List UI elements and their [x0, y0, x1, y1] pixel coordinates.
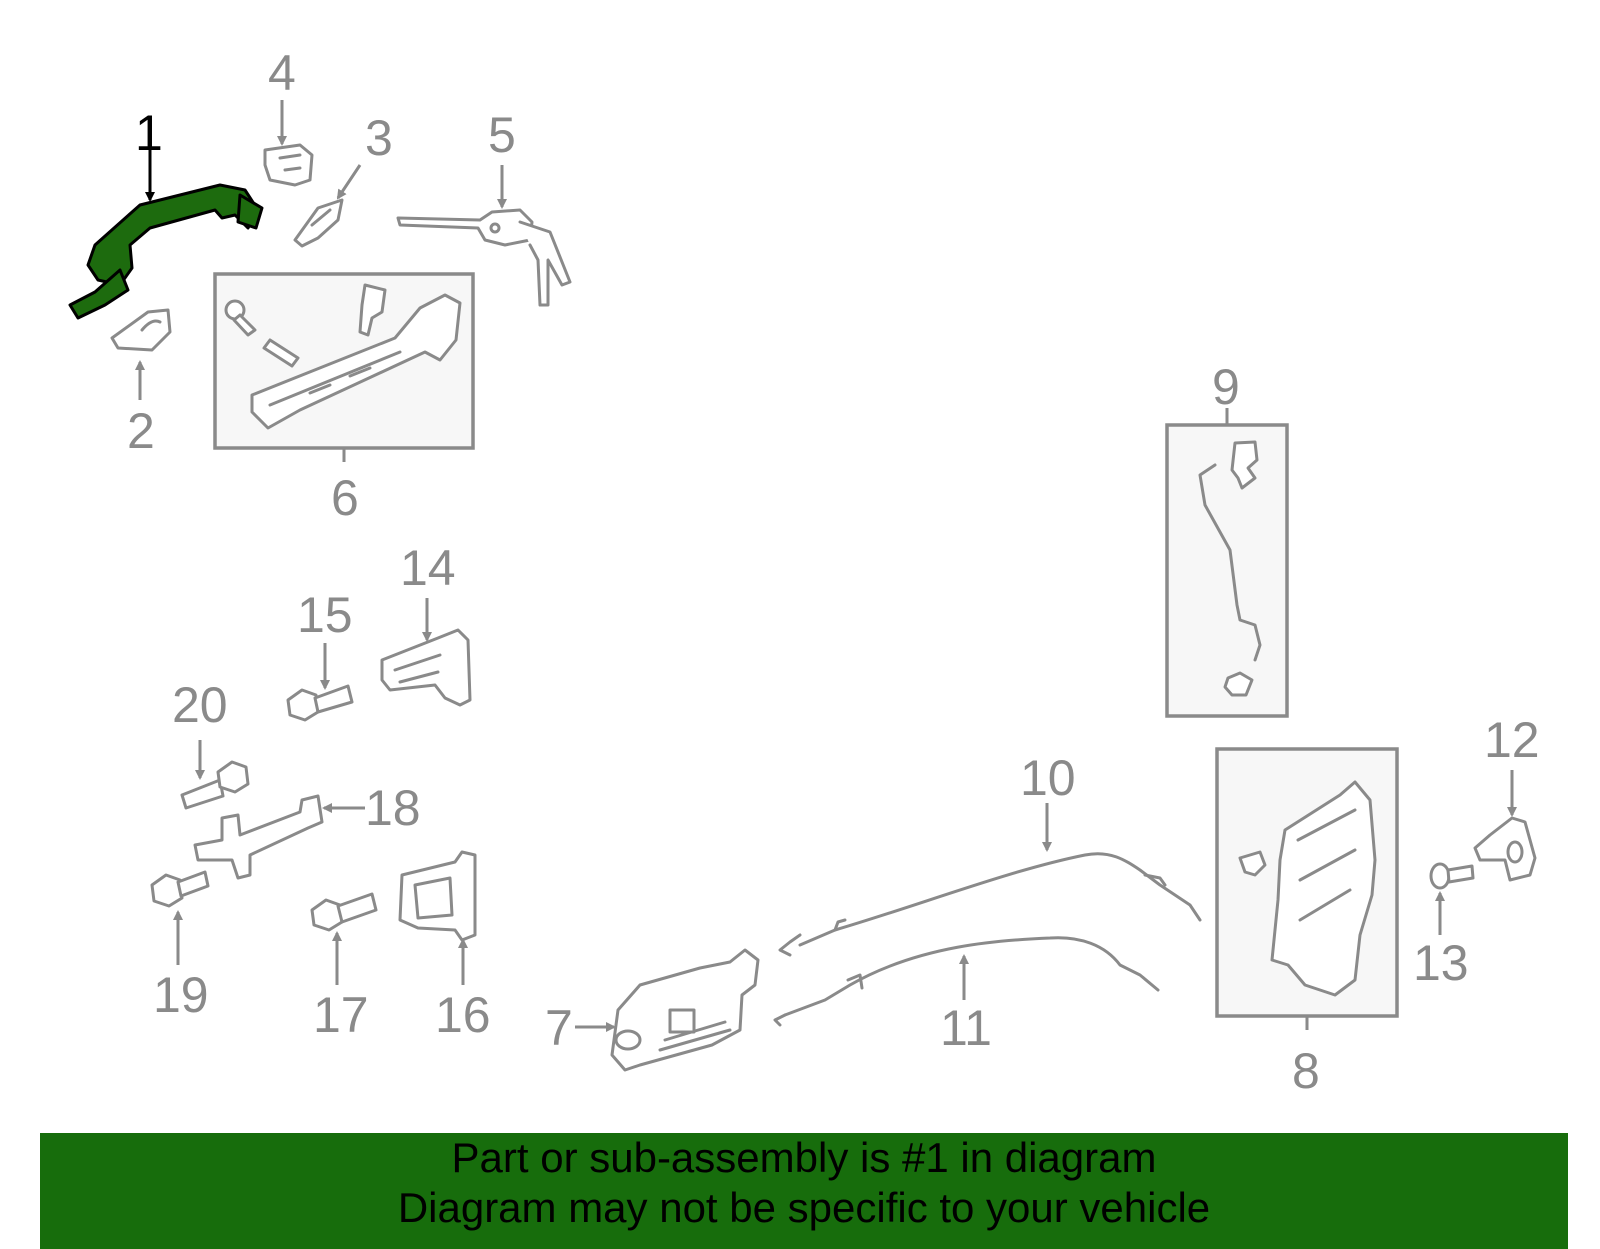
callout-12: 12: [1484, 712, 1540, 768]
callout-20: 20: [172, 677, 228, 733]
part-18-door-check[interactable]: [193, 794, 365, 880]
part-6-handle-frame-box[interactable]: [213, 272, 475, 462]
part-1-outer-handle[interactable]: [68, 120, 264, 320]
part-14-upper-hinge[interactable]: [380, 598, 472, 707]
callout-15: 15: [297, 587, 353, 643]
callout-11: 11: [940, 1000, 992, 1056]
callout-10: 10: [1020, 750, 1076, 806]
callout-14: 14: [400, 540, 456, 596]
callout-4: 4: [268, 45, 296, 101]
banner-line-2: Diagram may not be specific to your vehi…: [397, 1184, 1211, 1231]
part-15-bolt[interactable]: [286, 643, 354, 722]
callout-3: 3: [365, 110, 393, 166]
part-10-inner-handle-cable[interactable]: [778, 803, 1202, 957]
part-4-cylinder-cap[interactable]: [263, 100, 314, 187]
part-9-lock-rod-box[interactable]: [1165, 408, 1289, 718]
callout-16: 16: [435, 987, 491, 1043]
part-16-lower-hinge[interactable]: [398, 850, 477, 985]
part-12-striker-bracket[interactable]: [1473, 770, 1537, 882]
part-19-bolt[interactable]: [150, 870, 210, 965]
callout-2: 2: [127, 403, 155, 459]
info-banner: Part or sub-assembly is #1 in diagram Di…: [40, 1133, 1568, 1249]
callout-6: 6: [331, 470, 359, 526]
part-7-door-latch[interactable]: [575, 948, 760, 1072]
callout-8: 8: [1292, 1043, 1320, 1099]
callout-5: 5: [488, 107, 516, 163]
callout-9: 9: [1212, 359, 1240, 415]
callout-17: 17: [313, 987, 369, 1043]
part-3-pad[interactable]: [293, 164, 362, 248]
part-2-handle-cover[interactable]: [110, 308, 172, 400]
callout-7: 7: [545, 1000, 573, 1056]
callout-13: 13: [1413, 935, 1469, 991]
part-13-screw[interactable]: [1429, 862, 1475, 935]
part-5-lock-cylinder[interactable]: [396, 165, 572, 307]
parts-diagram: 1 2 3 4 5 6 7 8 9 10 11 12 13 14 15 16 1…: [68, 45, 1540, 1099]
callout-1: 1: [135, 105, 163, 161]
callout-18: 18: [365, 780, 421, 836]
banner-line-1: Part or sub-assembly is #1 in diagram: [451, 1134, 1157, 1181]
callout-19: 19: [153, 967, 209, 1023]
part-11-lock-cable[interactable]: [773, 936, 1160, 1027]
part-8-actuator-box[interactable]: [1215, 747, 1399, 1030]
part-17-bolt[interactable]: [310, 892, 378, 985]
part-20-bolt[interactable]: [180, 740, 250, 810]
